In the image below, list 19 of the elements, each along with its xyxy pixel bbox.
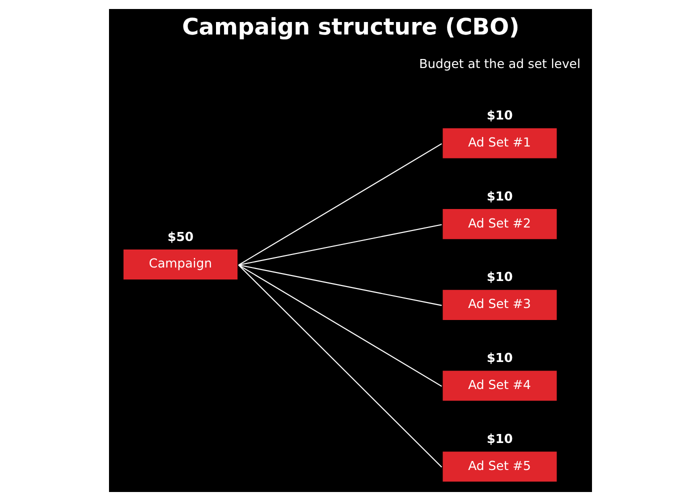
node-label: $50 [167,228,193,244]
node-box: Ad Set #2 [442,208,556,239]
connector [238,142,442,265]
node-label: $10 [486,268,512,284]
node-label: $10 [486,106,512,122]
diagram-title: Campaign structure (CBO) [182,14,519,40]
label: Budget at the ad set level [418,56,580,71]
connector [238,264,442,467]
node-box: Ad Set #5 [442,451,556,482]
node-label: $10 [486,188,512,203]
node-box: Ad Set #1 [442,128,556,158]
node-box: Ad Set #3 [442,289,556,320]
node-label: $10 [486,350,512,365]
node-label: $10 [486,430,512,446]
node-box: Ad Set #4 [442,370,556,400]
connector [238,264,442,306]
connector [238,264,442,386]
connector [238,224,442,266]
node-box: Campaign [123,248,238,280]
